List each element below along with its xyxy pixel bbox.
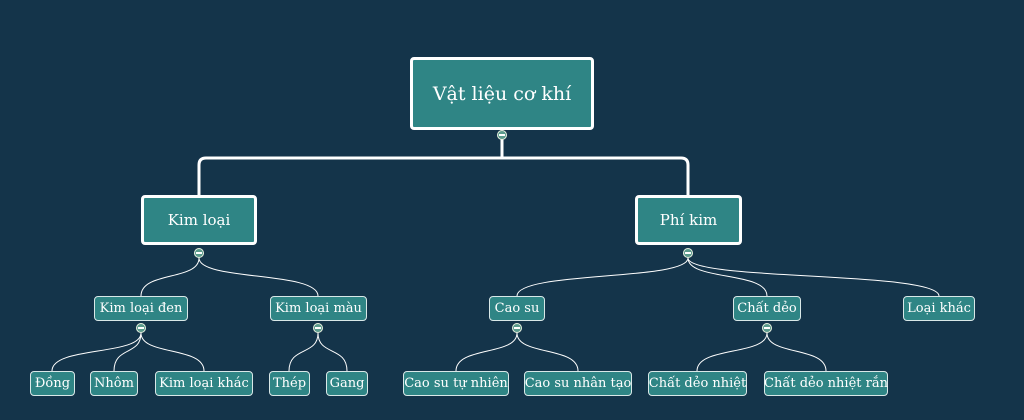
connector-line: [140, 332, 205, 372]
collapse-toggle-icon[interactable]: [136, 323, 146, 333]
connector-line: [516, 257, 689, 297]
connector-line: [140, 257, 200, 297]
leaf-gang[interactable]: Gang: [326, 371, 368, 396]
leaf-kim-loai-khac[interactable]: Kim loại khác: [155, 371, 253, 396]
connector-root-kim-loai: [197, 138, 504, 197]
connector-line: [51, 332, 142, 372]
connector-line: [766, 332, 827, 372]
connector-line: [288, 332, 319, 372]
collapse-toggle-icon[interactable]: [512, 323, 522, 333]
collapse-toggle-icon[interactable]: [497, 130, 507, 140]
connector-line: [687, 257, 940, 297]
leaf-nhom[interactable]: Nhôm: [90, 371, 138, 396]
root-node[interactable]: Vật liệu cơ khí: [410, 57, 594, 130]
subtopic-kim-loai-mau[interactable]: Kim loại màu: [270, 296, 367, 321]
connector-line: [198, 257, 319, 297]
connector-line: [455, 332, 518, 372]
leaf-cao-su-tu-nhien[interactable]: Cao su tự nhiên: [403, 371, 509, 396]
connector-line: [696, 332, 768, 372]
leaf-thep[interactable]: Thép: [269, 371, 310, 396]
connector-root-phi-kim: [500, 156, 690, 197]
collapse-toggle-icon[interactable]: [194, 248, 204, 258]
leaf-cao-su-nhan-tao[interactable]: Cao su nhân tạo: [524, 371, 632, 396]
subtopic-cao-su[interactable]: Cao su: [489, 296, 545, 321]
leaf-chat-deo-nhiet[interactable]: Chất dẻo nhiệt: [648, 371, 747, 396]
branch-node-phi-kim[interactable]: Phí kim: [635, 195, 742, 245]
subtopic-kim-loai-den[interactable]: Kim loại đen: [94, 296, 188, 321]
connector-line: [687, 257, 768, 297]
subtopic-chat-deo[interactable]: Chất dẻo: [733, 296, 801, 321]
connector-line: [317, 332, 348, 372]
connector-line: [113, 332, 142, 372]
leaf-chat-deo-nhiet-ran[interactable]: Chất dẻo nhiệt rắn: [764, 371, 888, 396]
leaf-dong[interactable]: Đồng: [30, 371, 75, 396]
connector-line: [516, 332, 579, 372]
collapse-toggle-icon[interactable]: [683, 248, 693, 258]
collapse-toggle-icon[interactable]: [762, 323, 772, 333]
branch-node-kim-loai[interactable]: Kim loại: [141, 195, 257, 245]
collapse-toggle-icon[interactable]: [313, 323, 323, 333]
subtopic-loai-khac[interactable]: Loại khác: [903, 296, 975, 321]
